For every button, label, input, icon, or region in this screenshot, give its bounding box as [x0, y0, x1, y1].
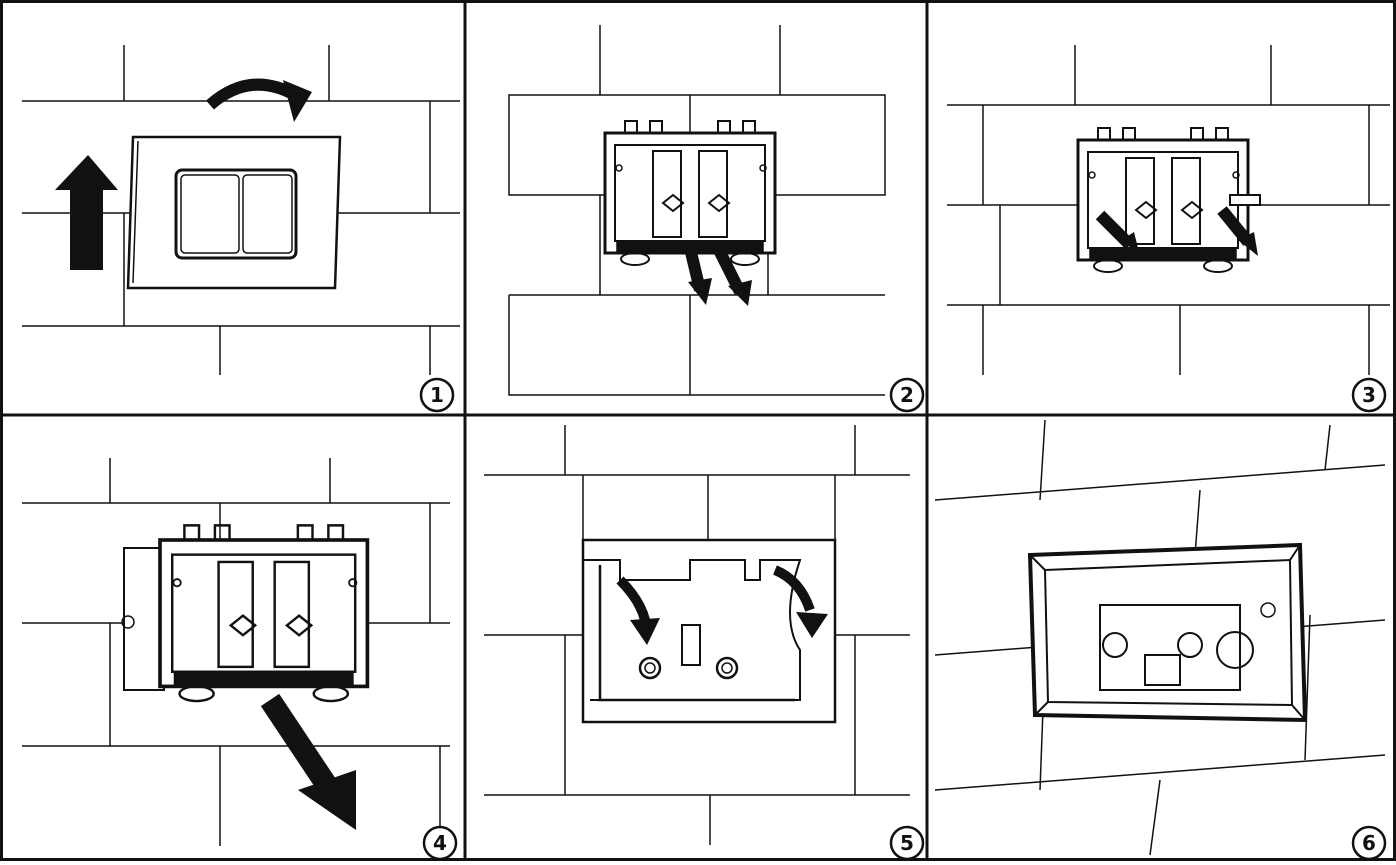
- step-badge-1: [419, 377, 455, 413]
- frame-closeup: [581, 538, 837, 724]
- step-number-2: 2: [900, 383, 914, 407]
- step-badge-6: [1351, 825, 1387, 861]
- step-badge-3: [1351, 377, 1387, 413]
- panel-4: [22, 458, 450, 846]
- arrow-curve-right-icon: [772, 565, 815, 612]
- step-badge-2: [889, 377, 925, 413]
- flush-buttons: [174, 168, 298, 260]
- arrow-curve-left-icon: [616, 576, 650, 622]
- arrow-up-icon: [55, 155, 118, 270]
- panel-2: [508, 25, 886, 396]
- step-badge-5: [889, 825, 925, 861]
- panel-6: [934, 419, 1386, 856]
- step-number-6: 6: [1362, 831, 1376, 855]
- panel-3: [947, 45, 1390, 375]
- arrow-rotate-icon: [206, 78, 298, 110]
- step-number-1: 1: [430, 383, 444, 407]
- step-badge-4: [422, 825, 458, 861]
- arrow-right-diag-icon: [1217, 206, 1253, 246]
- step-number-3: 3: [1362, 383, 1376, 407]
- step-badges: [419, 377, 1387, 861]
- step-number-5: 5: [900, 831, 914, 855]
- panel-1: [22, 45, 460, 375]
- step-numbers: 1 2 3 4 5 6: [430, 383, 1376, 855]
- arrow-down-large-icon: [260, 693, 340, 797]
- panel-5: [484, 425, 910, 845]
- step-number-4: 4: [433, 831, 447, 855]
